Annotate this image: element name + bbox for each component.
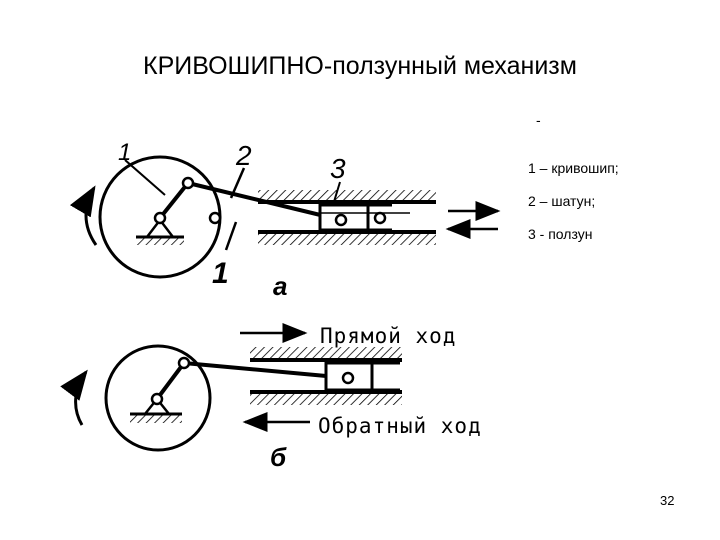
rotation-arrow-a: [69, 185, 98, 246]
connecting-rod-b: [183, 361, 349, 380]
side-joint-a: [208, 211, 222, 225]
letter-b: б: [270, 442, 287, 472]
reverse-stroke-label: Обратный ход: [318, 414, 482, 438]
legend-item-connecting-rod: 2 – шатун;: [528, 193, 596, 209]
slide-title: КРИВОШИПНО-ползунный механизм: [143, 52, 577, 80]
slider-joint-a: [334, 213, 348, 227]
center-joint-a: [153, 211, 167, 225]
legend-item-slider: 3 - ползун: [528, 226, 593, 242]
ground-hatch-b: [130, 414, 182, 423]
label-slider-3: 3: [330, 153, 346, 184]
slider-joint-b: [341, 371, 355, 385]
label-crank-1b: 1: [212, 257, 229, 290]
rail-top-hatch-a: [258, 190, 436, 201]
page-number: 32: [660, 493, 675, 508]
ground-hatch-a: [136, 237, 184, 245]
rail-bottom-hatch-b: [250, 393, 402, 405]
legend-item-crank: 1 – кривошип;: [528, 160, 619, 176]
rail-bottom-hatch-a: [258, 233, 436, 245]
legend: 1 – кривошип; 2 – шатун; 3 - ползун: [528, 152, 619, 251]
crank-joint-a: [181, 176, 195, 190]
crank-circle-b: [104, 344, 212, 452]
mechanism-b: Прямой ход Обратный ход б: [60, 323, 482, 472]
crank-b: [155, 361, 186, 401]
dash-mark: -: [536, 112, 541, 128]
rotation-arrow-b: [60, 369, 88, 426]
forward-stroke-label: Прямой ход: [320, 324, 456, 348]
mechanism-a: 1 2 3 1 а: [69, 139, 501, 301]
label-crank-1: 1: [118, 139, 131, 166]
letter-a: а: [273, 271, 287, 301]
label-rod-2: 2: [235, 140, 252, 171]
crank-a: [158, 181, 190, 220]
rail-top-hatch-b: [250, 347, 402, 359]
